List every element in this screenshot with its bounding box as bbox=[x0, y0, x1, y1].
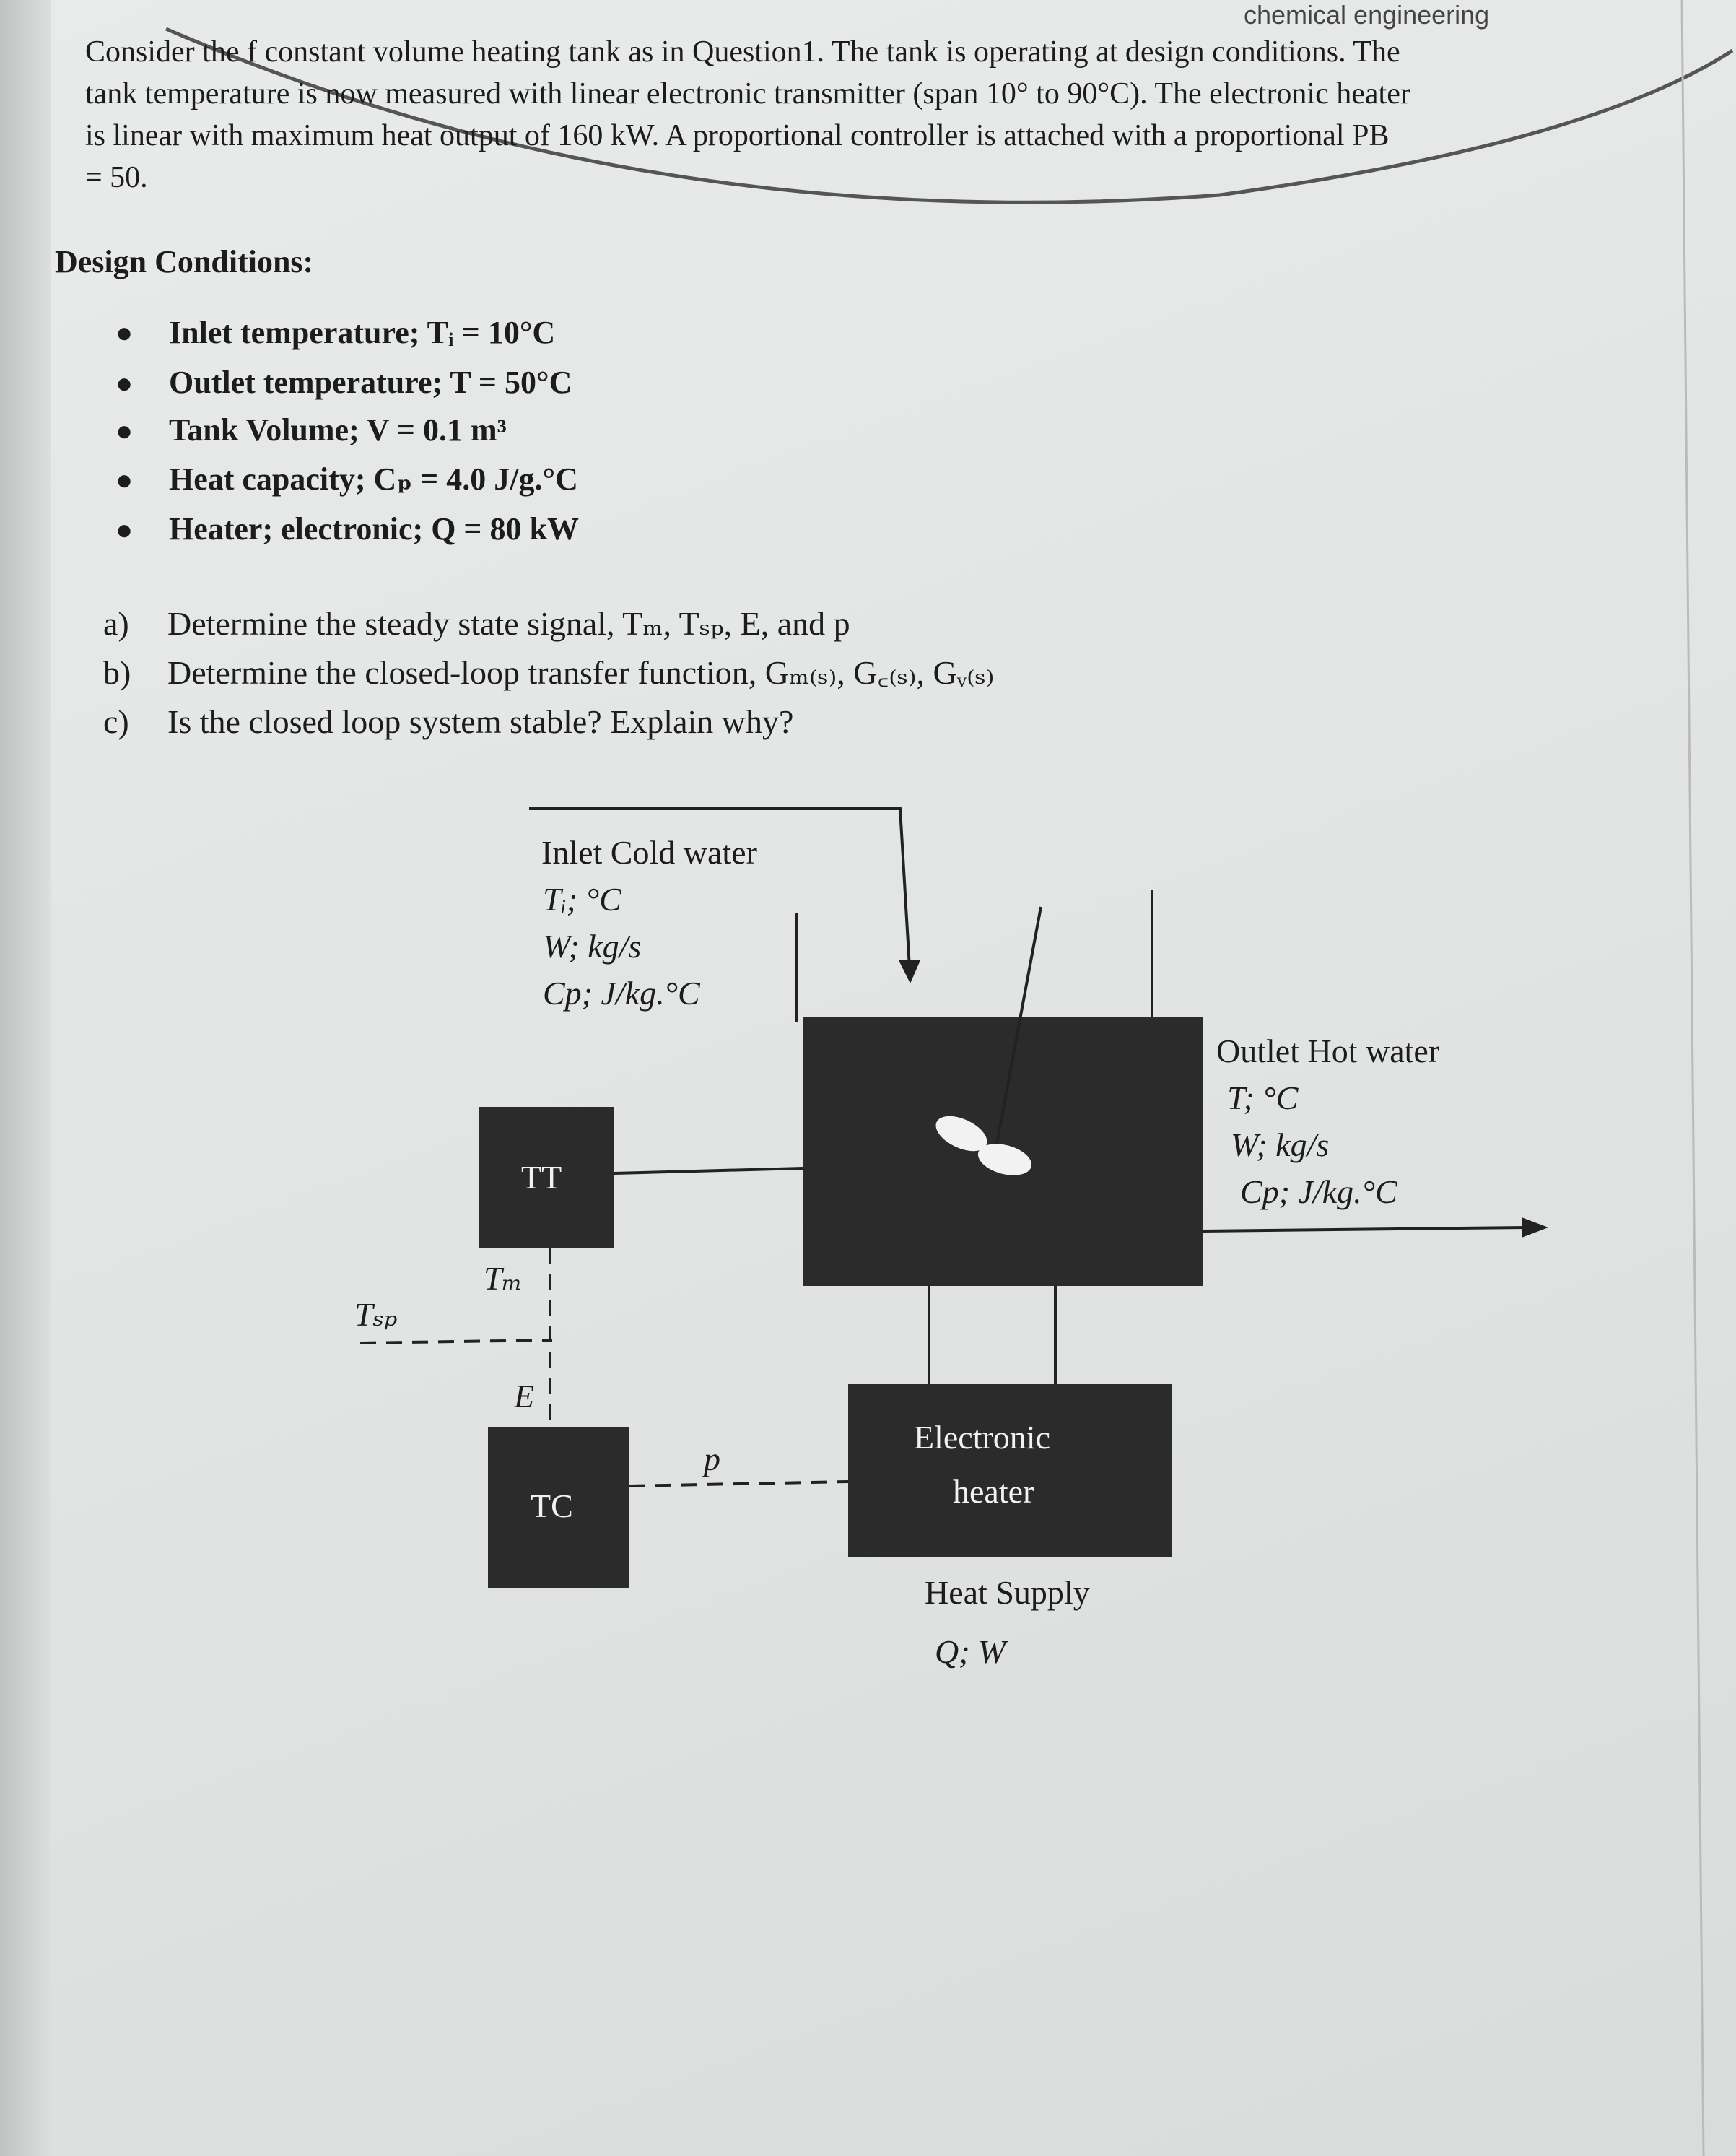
stirrer-blade bbox=[977, 1144, 1032, 1175]
page-edge-shadow bbox=[0, 0, 51, 2156]
outlet-label: Outlet Hot water bbox=[1216, 1033, 1440, 1069]
outlet-flow: W; kg/s bbox=[1231, 1126, 1330, 1163]
tt-sensor-line bbox=[614, 1167, 803, 1175]
bullet-icon: ● bbox=[115, 316, 134, 349]
intro-line: Consider the f constant volume heating t… bbox=[85, 35, 1400, 69]
bullet-icon: ● bbox=[115, 414, 134, 447]
bullet-icon: ● bbox=[115, 513, 134, 546]
outlet-cp: Cp; J/kg.°C bbox=[1240, 1173, 1397, 1210]
design-title: Design Conditions: bbox=[55, 244, 314, 279]
inlet-flow: W; kg/s bbox=[543, 928, 642, 965]
tt-label: TT bbox=[521, 1159, 562, 1196]
tm-signal-label: Tₘ bbox=[484, 1260, 523, 1297]
inlet-arrow-icon bbox=[899, 960, 920, 983]
heater-label: heater bbox=[953, 1473, 1034, 1510]
heat-supply-label: Heat Supply bbox=[925, 1574, 1090, 1611]
heat-supply-units: Q; W bbox=[935, 1633, 1006, 1670]
bullet-icon: ● bbox=[115, 464, 134, 496]
stirrer-shaft bbox=[993, 906, 1042, 1156]
question-text: Determine the closed-loop transfer funct… bbox=[167, 654, 995, 691]
outlet-arrow-icon bbox=[1522, 1217, 1548, 1238]
stirrer-blade bbox=[935, 1116, 987, 1152]
inlet-label: Inlet Cold water bbox=[541, 834, 757, 871]
e-signal-label: E bbox=[514, 1378, 535, 1414]
heater-block bbox=[848, 1384, 1172, 1557]
tab-curve bbox=[165, 27, 1734, 204]
question-text: Determine the steady state signal, Tₘ, T… bbox=[167, 605, 850, 642]
design-item: Heater; electronic; Q = 80 kW bbox=[169, 511, 579, 547]
tt-block bbox=[479, 1107, 614, 1248]
question-label: c) bbox=[103, 703, 129, 740]
heater-label: Electronic bbox=[914, 1419, 1051, 1456]
inlet-temp: Tᵢ; °C bbox=[543, 881, 621, 918]
question-label: b) bbox=[103, 654, 131, 691]
question-text: Is the closed loop system stable? Explai… bbox=[167, 703, 794, 740]
page-border bbox=[1680, 0, 1705, 2156]
intro-line: tank temperature is now measured with li… bbox=[85, 77, 1410, 110]
intro-line: is linear with maximum heat output of 16… bbox=[85, 119, 1390, 152]
p-signal-line bbox=[629, 1480, 849, 1487]
design-item: Outlet temperature; T = 50°C bbox=[169, 365, 572, 400]
bullet-icon: ● bbox=[115, 367, 134, 399]
outlet-temp: T; °C bbox=[1227, 1079, 1299, 1116]
intro-line: = 50. bbox=[85, 161, 148, 194]
design-item: Heat capacity; Cₚ = 4.0 J/g.°C bbox=[169, 461, 578, 497]
inlet-cp: Cp; J/kg.°C bbox=[543, 975, 700, 1012]
outlet-pipe bbox=[1202, 1226, 1527, 1233]
question-label: a) bbox=[103, 605, 129, 642]
p-signal-label: p bbox=[704, 1440, 720, 1477]
tc-block bbox=[488, 1427, 629, 1588]
design-item: Tank Volume; V = 0.1 m³ bbox=[169, 412, 507, 448]
header-tab-label: chemical engineering bbox=[1244, 0, 1490, 30]
inlet-pipe bbox=[529, 807, 911, 968]
tsp-signal-line bbox=[359, 1339, 553, 1344]
design-item: Inlet temperature; Tᵢ = 10°C bbox=[169, 315, 556, 350]
tsp-signal-label: Tₛₚ bbox=[354, 1296, 398, 1333]
tc-label: TC bbox=[531, 1487, 573, 1524]
